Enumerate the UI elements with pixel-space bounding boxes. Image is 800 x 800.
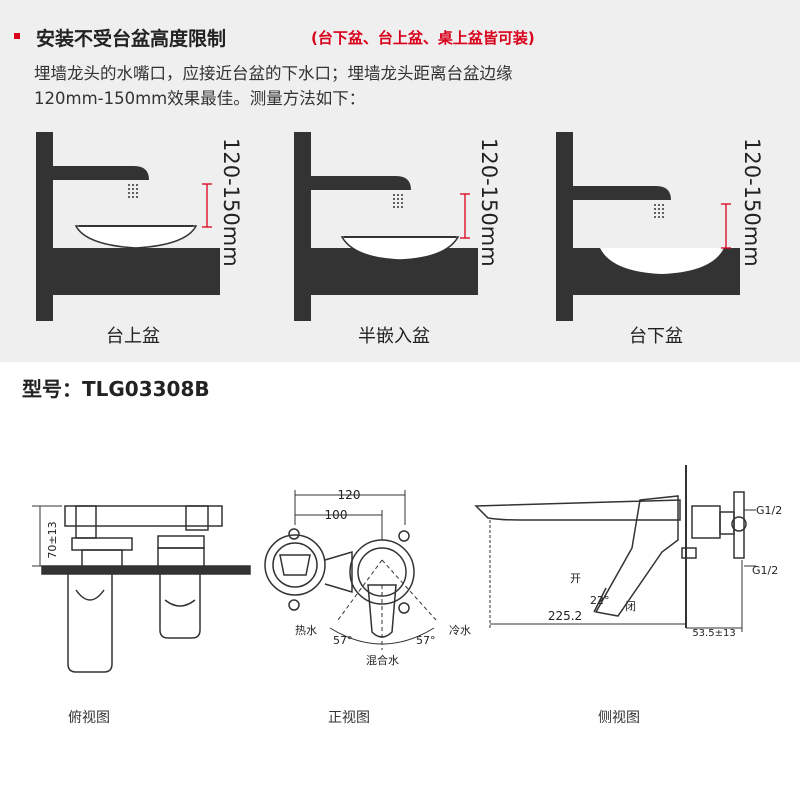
side-view-thread-bottom: G1/2 [752,564,778,577]
basin-caption-semi-recessed: 半嵌入盆 [358,326,430,347]
side-view-angle: 22° [590,594,610,607]
side-view-open-label: 开 [570,572,581,585]
basin-diagram-undermount [556,132,740,321]
top-view-dim-height: 70±13 [46,521,59,558]
basin-diagram-countertop [36,132,220,321]
front-view-dim-outer: 120 [338,488,361,502]
side-view-close-label: 闭 [625,600,636,613]
side-view-length: 225.2 [548,609,582,623]
front-view-cold-label: 冷水 [449,624,471,637]
dimension-label-semi-recessed: 120-150mm [477,138,501,267]
basin-illustrations: 120-150mm 120-150mm 120-150mm [36,132,764,321]
description-line-2: 120mm-150mm效果最佳。测量方法如下： [34,89,366,108]
side-view-thread-top: G1/2 [756,504,782,517]
front-view-drawing [264,490,437,650]
section-title: 安装不受台盆高度限制 [36,28,227,50]
basin-caption-countertop: 台上盆 [106,326,160,347]
front-view-angle-right: 57° [416,634,436,647]
front-view-mixed-label: 混合水 [366,653,399,667]
front-view-hot-label: 热水 [295,624,317,637]
basin-diagram-semi-recessed [294,132,478,321]
view-caption-top: 俯视图 [68,710,110,726]
side-view-depth: 53.5±13 [692,628,735,639]
model-number: 型号：TLG03308B [22,377,210,401]
front-view-angle-left: 57° [333,634,353,647]
section-title-note: (台下盆、台上盆、桌上盆皆可装) [311,29,535,47]
front-view-dim-inner: 100 [325,508,348,522]
basin-caption-undermount: 台下盆 [629,326,683,347]
dimension-label-undermount: 120-150mm [740,138,764,267]
side-view-drawing [474,465,756,632]
bullet-square-icon [14,33,20,39]
view-caption-front: 正视图 [328,710,370,726]
top-view-drawing [32,505,251,673]
description-line-1: 埋墙龙头的水嘴口，应接近台盆的下水口；埋墙龙头距离台盆边缘 [34,64,513,83]
installation-description: 埋墙龙头的水嘴口，应接近台盆的下水口；埋墙龙头距离台盆边缘 120mm-150m… [34,61,794,111]
dimension-label-countertop: 120-150mm [219,138,243,267]
view-caption-side: 侧视图 [598,710,640,726]
